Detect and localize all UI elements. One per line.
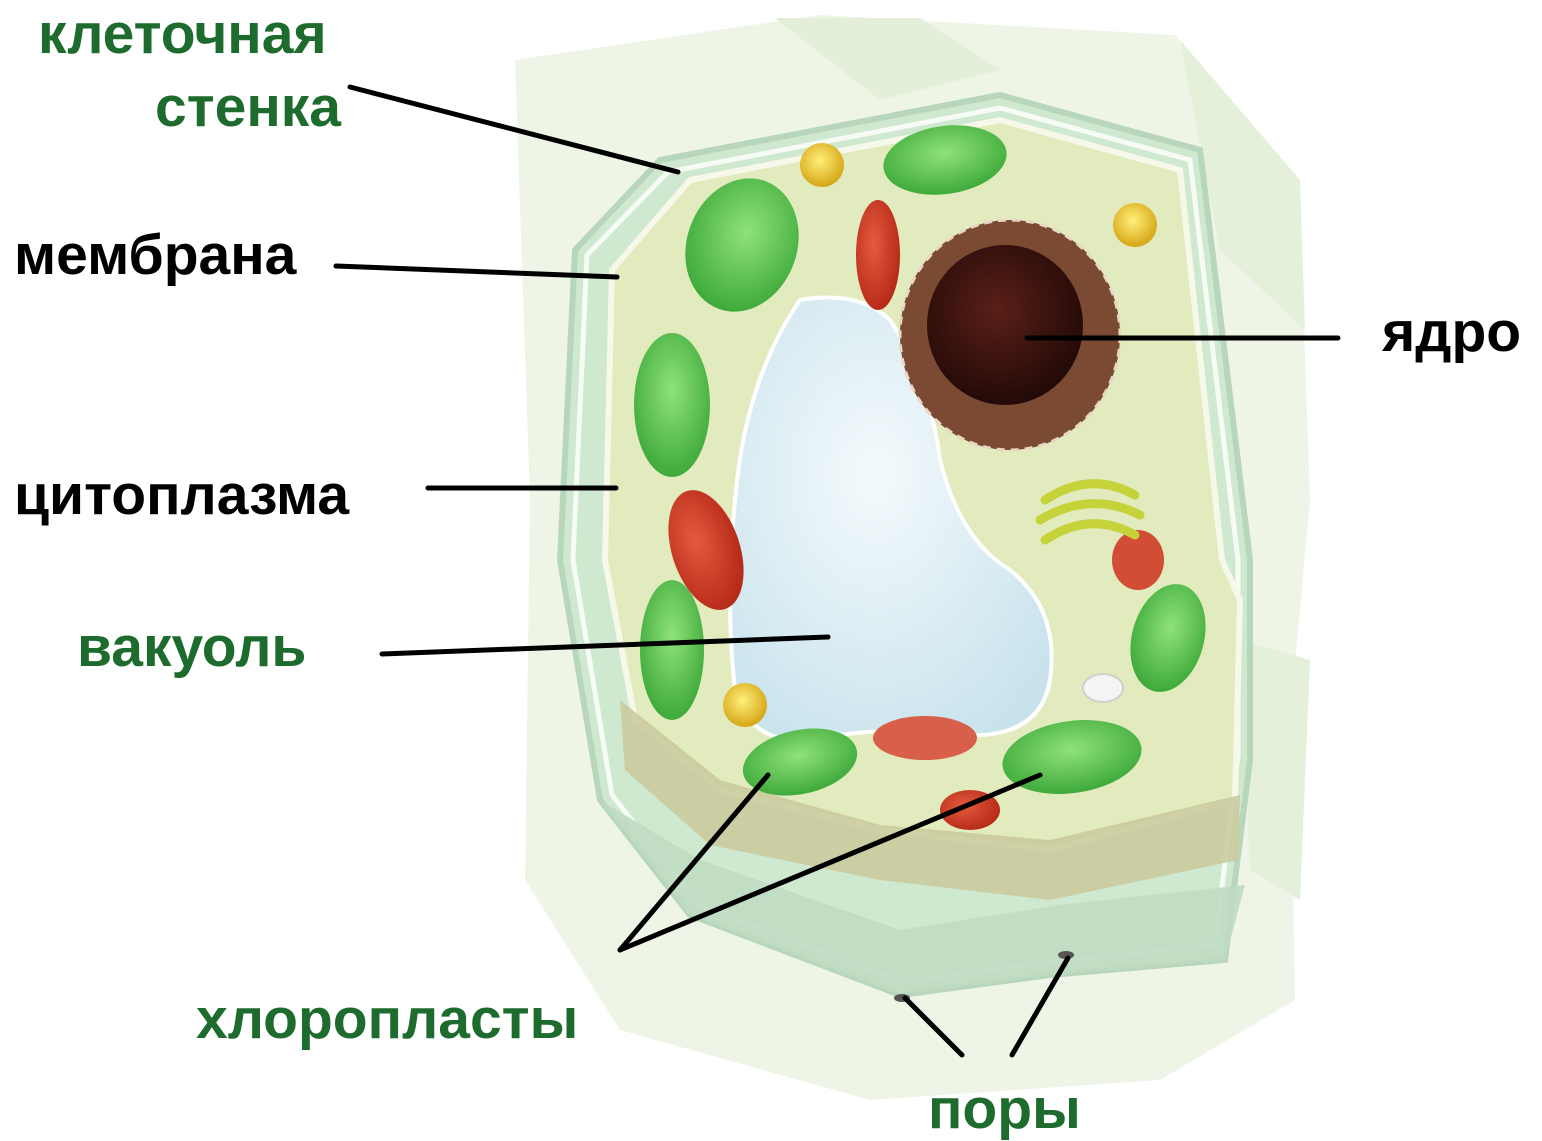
label-cytoplasm: цитоплазма [14, 463, 349, 527]
label-nucleus: ядро [1382, 300, 1521, 364]
label-cell-wall-line1: клеточная [38, 2, 327, 66]
label-pores: поры [928, 1077, 1081, 1141]
label-chloroplasts: хлоропласты [196, 987, 578, 1051]
label-membrane: мембрана [14, 223, 296, 287]
label-cell-wall-line2: стенка [155, 75, 341, 139]
nucleus [900, 220, 1120, 450]
label-vacuole: вакуоль [77, 615, 306, 679]
